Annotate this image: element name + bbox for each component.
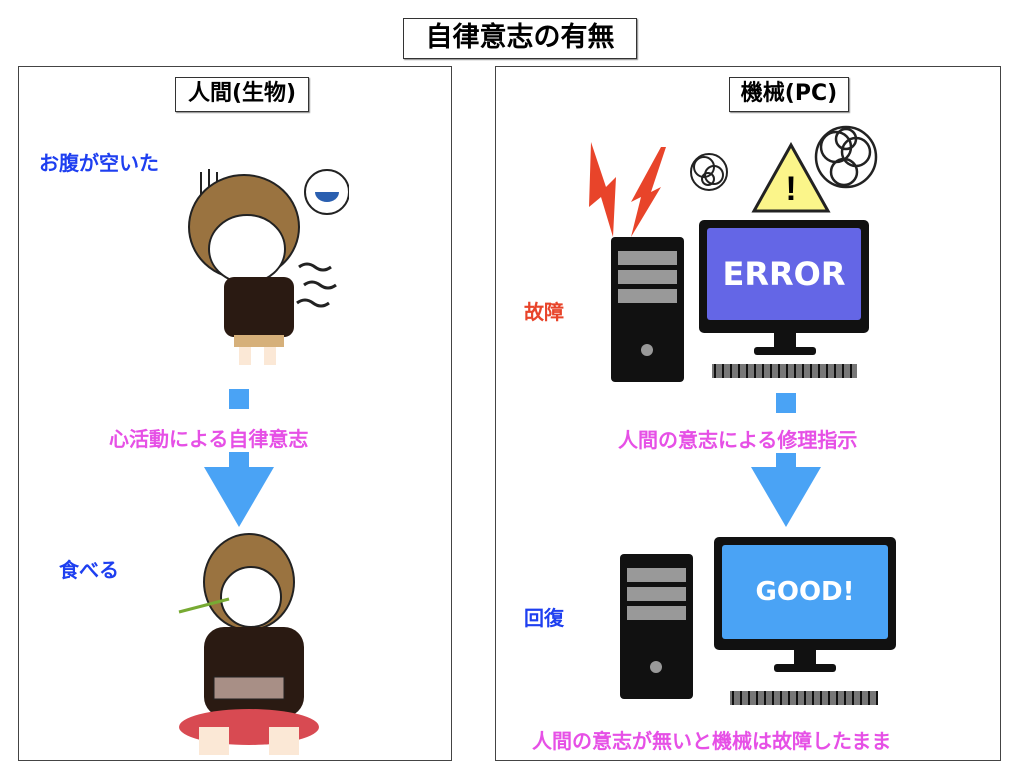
lightning-icon [589, 142, 666, 237]
pc-tower-broken [611, 237, 684, 382]
conclusion-note: 人間の意志が無いと機械は故障したまま [532, 729, 892, 753]
machine-panel: 機械(PC) ! 故障 ERROR 人間の意志による修理指示 回復 GOOD! … [495, 66, 1001, 761]
hungry-girl-illustration [188, 169, 349, 365]
error-monitor: ERROR [699, 220, 869, 333]
eating-girl-illustration [178, 533, 319, 755]
machine-heading: 機械(PC) [729, 77, 849, 112]
good-screen-text: GOOD! [722, 545, 888, 639]
human-heading: 人間(生物) [175, 77, 309, 112]
failure-label: 故障 [524, 300, 564, 324]
arrow-down-icon [204, 389, 274, 527]
recovery-label: 回復 [524, 606, 564, 630]
warning-icon: ! [751, 142, 831, 213]
tangle-icon [814, 125, 878, 189]
good-monitor: GOOD! [714, 537, 896, 650]
svg-text:!: ! [785, 170, 796, 208]
keyboard-icon [724, 687, 884, 709]
diagram-title: 自律意志の有無 [403, 18, 637, 59]
error-screen-text: ERROR [707, 228, 861, 320]
keyboard-icon [706, 360, 863, 382]
human-arrow-label: 心活動による自律意志 [109, 423, 309, 452]
hungry-label: お腹が空いた [39, 151, 159, 175]
pc-tower-fixed [620, 554, 693, 699]
machine-arrow-label: 人間の意志による修理指示 [618, 424, 858, 453]
eating-label: 食べる [59, 558, 119, 582]
tangle-icon [690, 153, 728, 191]
human-panel: 人間(生物) お腹が空いた 心活動による自律意志 食べる [18, 66, 452, 761]
arrow-down-icon [751, 393, 821, 527]
